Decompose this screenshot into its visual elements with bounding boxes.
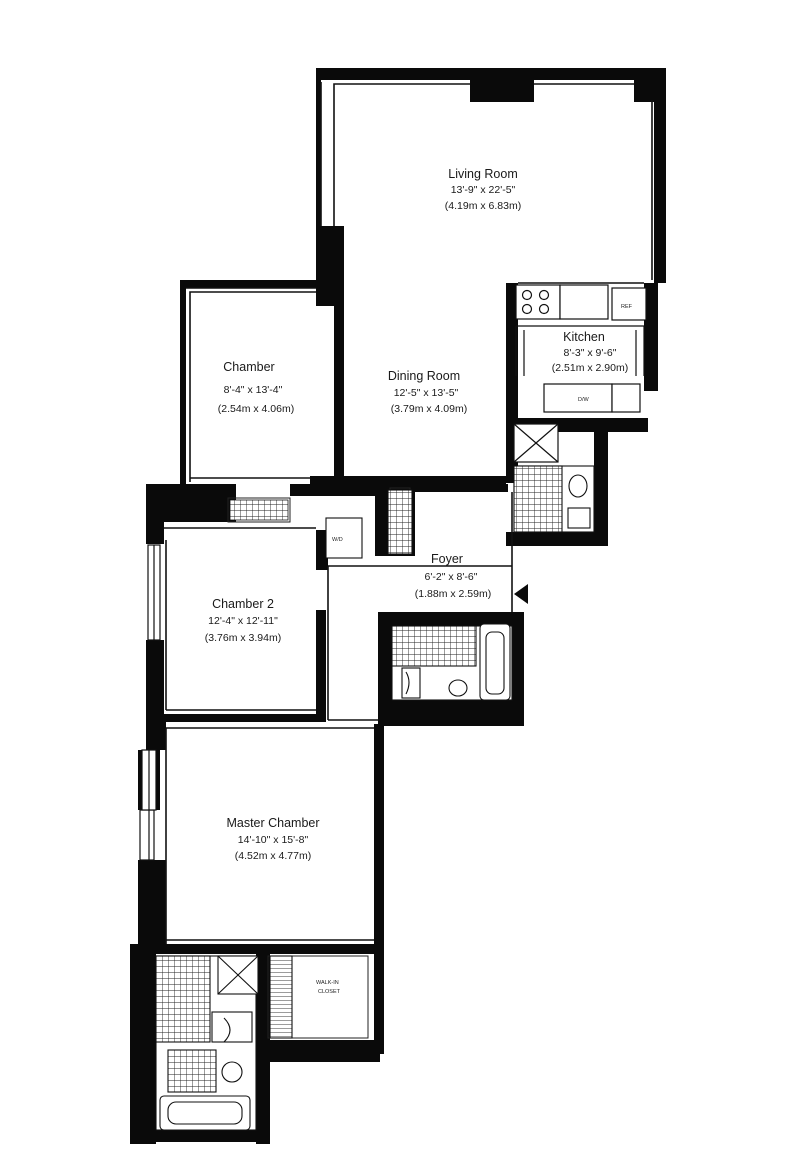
stove-icon (515, 284, 561, 320)
label-chamber-2: Chamber 2 12'-4" x 12'-11" (3.76m x 3.94… (205, 597, 281, 644)
label-foyer: Foyer 6'-2" x 8'-6" (1.88m x 2.59m) (415, 552, 491, 600)
kitchen-name: Kitchen (563, 330, 605, 344)
fridge-label: REF (621, 304, 633, 310)
dishwasher-label: D/W (578, 397, 590, 403)
chamber-2-metric: (3.76m x 3.94m) (205, 632, 281, 644)
foyer-imperial: 6'-2" x 8'-6" (425, 571, 478, 583)
washer-dryer-label: W/D (332, 537, 343, 543)
chamber-2-imperial: 12'-4" x 12'-11" (208, 615, 278, 627)
dining-room-name: Dining Room (388, 369, 460, 383)
kitchen-imperial: 8'-3" x 9'-6" (564, 347, 617, 359)
dining-room-metric: (3.79m x 4.09m) (391, 403, 467, 415)
windows (139, 544, 161, 861)
master-bath (155, 955, 259, 1131)
bath-2 (391, 623, 513, 701)
washer-dryer-icon (325, 517, 363, 559)
foyer-name: Foyer (431, 552, 463, 566)
walk-in-closet (269, 955, 293, 1039)
master-chamber-metric: (4.52m x 4.77m) (235, 850, 311, 862)
living-room-imperial: 13'-9" x 22'-5" (451, 184, 516, 196)
walk-in-label-2: CLOSET (318, 989, 341, 995)
master-chamber-name: Master Chamber (226, 816, 319, 830)
closet-hatch (229, 499, 289, 521)
chamber-imperial: 8'-4" x 13'-4" (224, 384, 283, 396)
foyer-metric: (1.88m x 2.59m) (415, 588, 491, 600)
toilet-icon-3 (221, 1061, 243, 1083)
foyer-fixtures (325, 489, 413, 559)
label-kitchen: Kitchen 8'-3" x 9'-6" (2.51m x 2.90m) (552, 330, 628, 374)
toilet-icon (568, 474, 588, 498)
fridge-icon (611, 287, 647, 321)
label-dining-room: Dining Room 12'-5" x 13'-5" (3.79m x 4.0… (388, 369, 467, 415)
chamber-name: Chamber (223, 360, 274, 374)
living-room-name: Living Room (448, 167, 517, 181)
bath-1 (513, 465, 595, 533)
toilet-icon-2 (448, 679, 468, 697)
walls (130, 68, 666, 1144)
chamber-2-name: Chamber 2 (212, 597, 274, 611)
label-living-room: Living Room 13'-9" x 22'-5" (4.19m x 6.8… (445, 167, 521, 212)
chamber-metric: (2.54m x 4.06m) (218, 403, 294, 415)
kitchen-metric: (2.51m x 2.90m) (552, 362, 628, 374)
living-room-metric: (4.19m x 6.83m) (445, 200, 521, 212)
entry-arrow-icon (514, 584, 528, 604)
master-chamber-imperial: 14'-10" x 15'-8" (238, 834, 309, 846)
dining-room-imperial: 12'-5" x 13'-5" (394, 387, 459, 399)
label-chamber: Chamber 8'-4" x 13'-4" (2.54m x 4.06m) (218, 360, 294, 415)
label-master-chamber: Master Chamber 14'-10" x 15'-8" (4.52m x… (226, 816, 319, 862)
kitchen-fixtures (513, 284, 647, 463)
walk-in-label-1: WALK-IN (316, 980, 339, 986)
interior-lines (164, 82, 653, 944)
